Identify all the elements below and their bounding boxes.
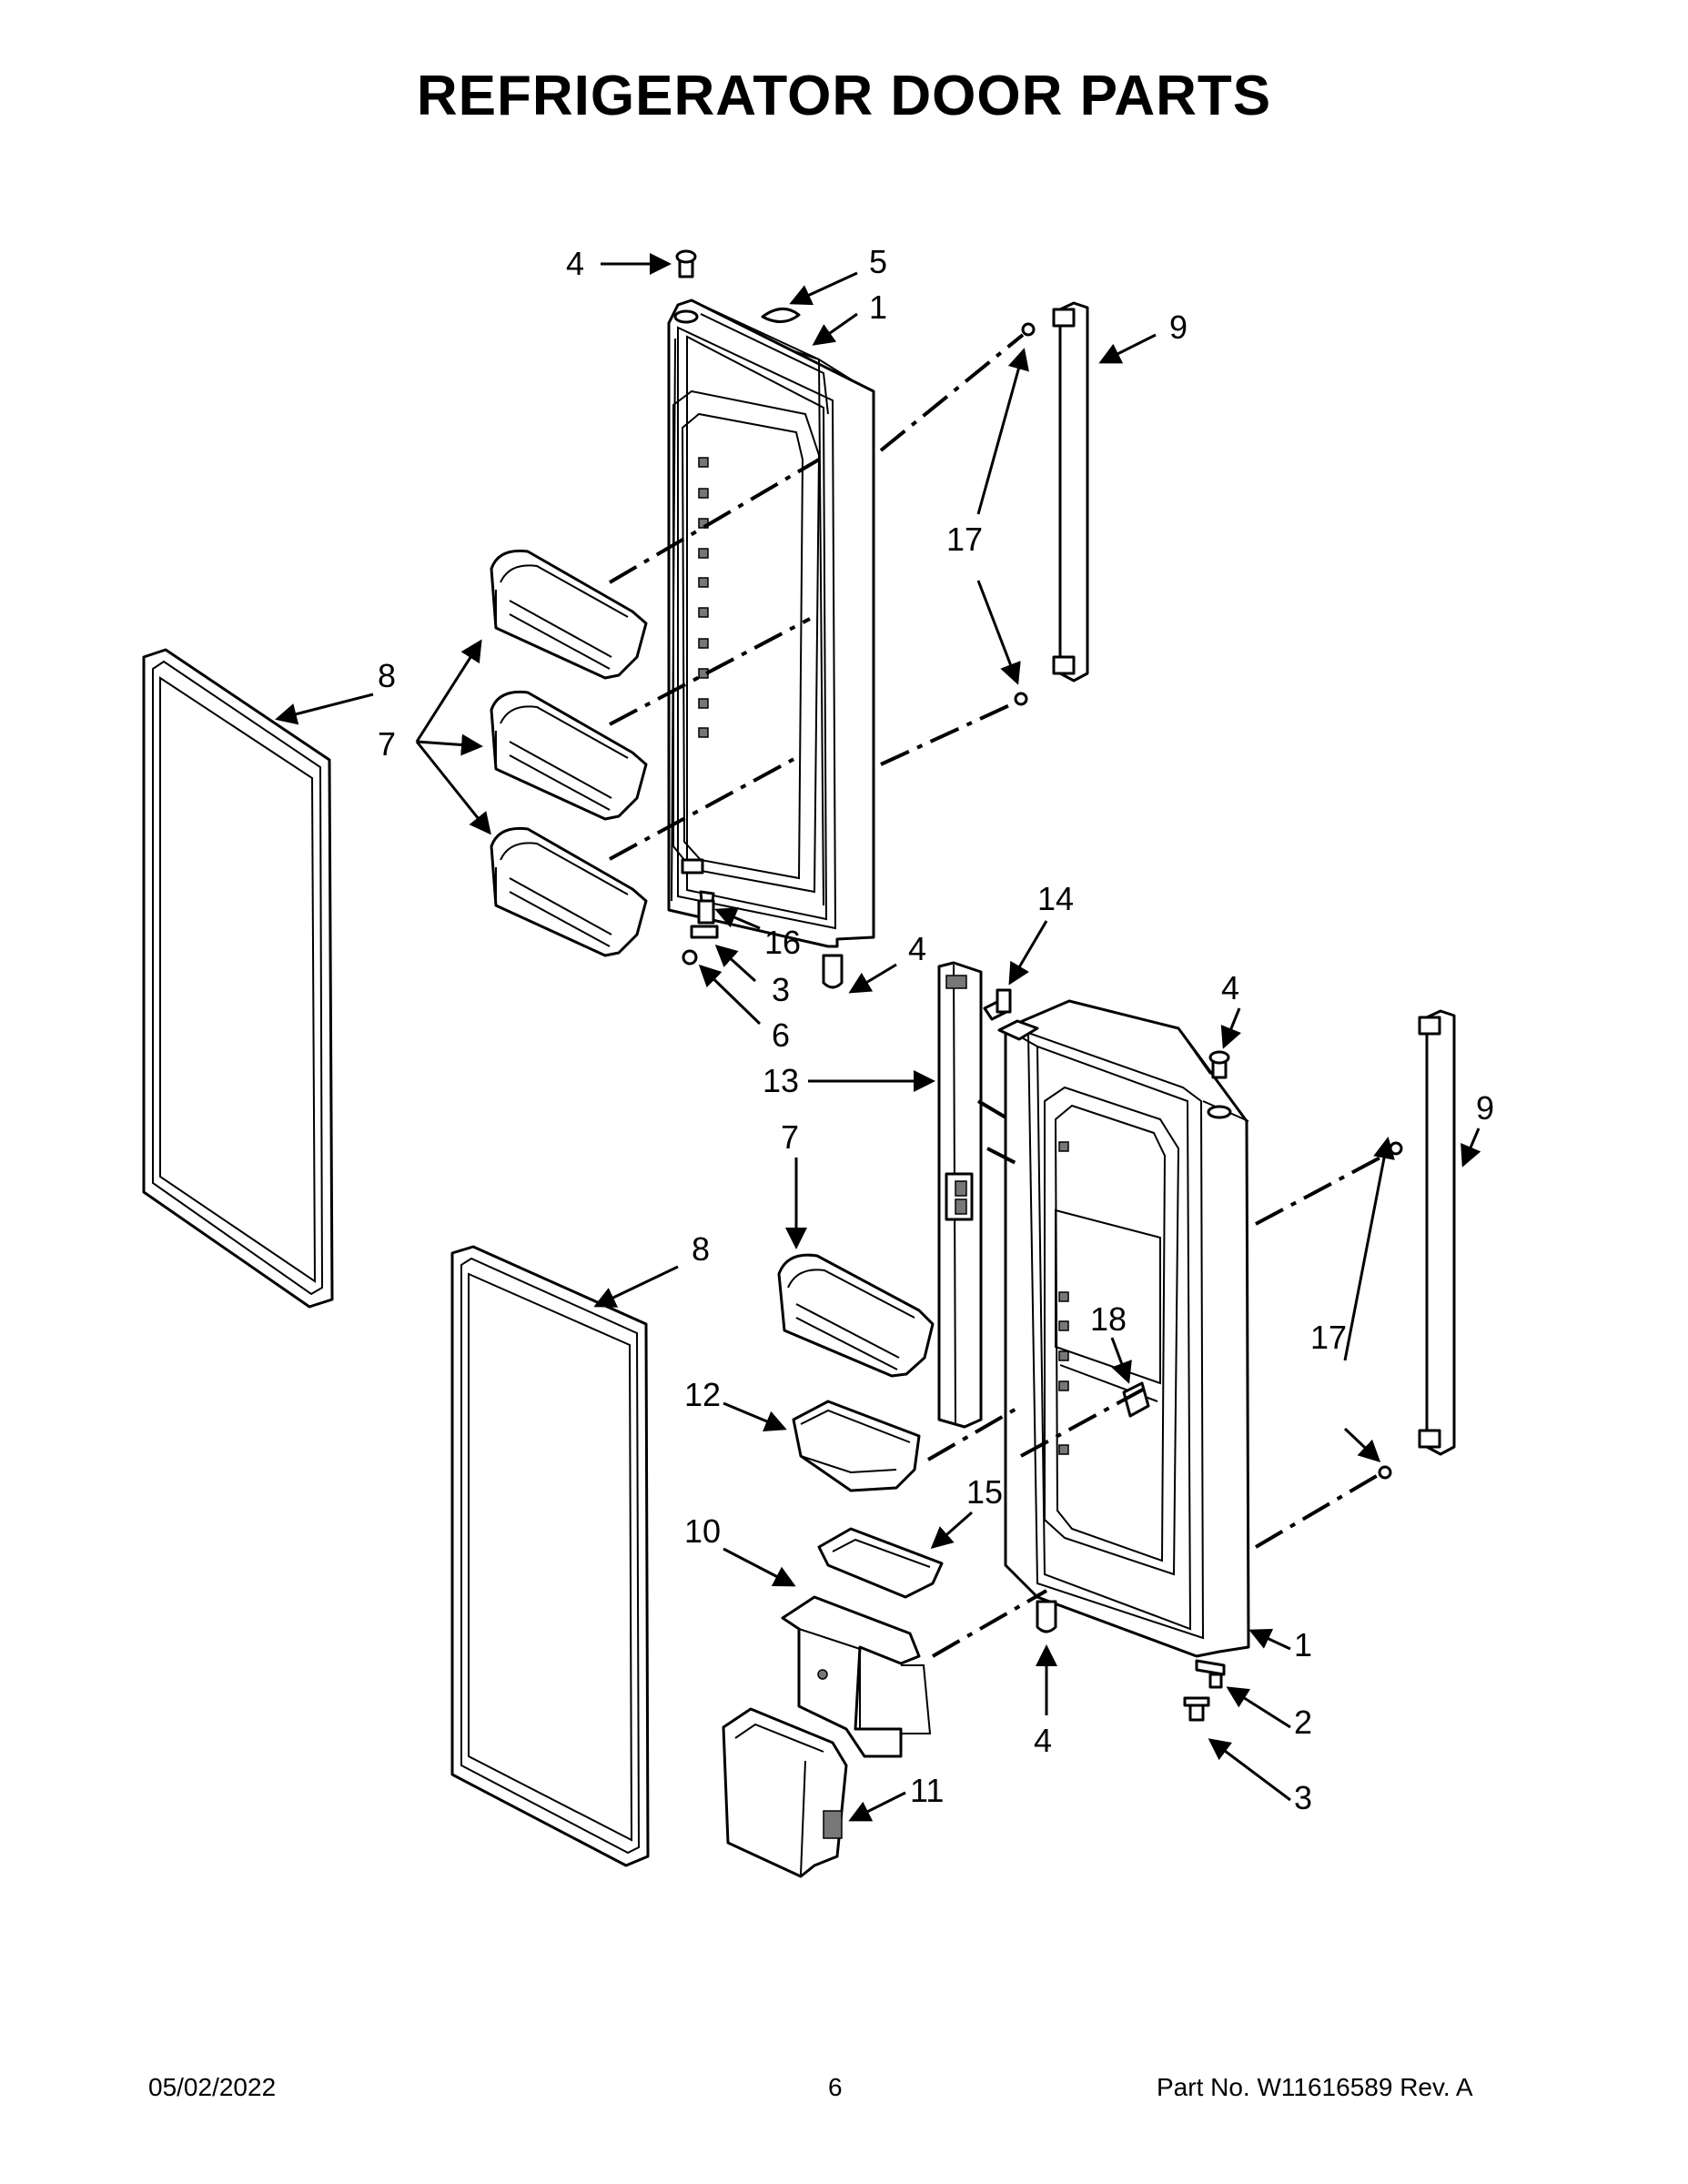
callout-1: 1 (869, 288, 887, 326)
screw-14 (983, 988, 1012, 1021)
door-bin-3 (490, 826, 648, 957)
callout-15: 15 (966, 1473, 1003, 1511)
callout-9: 9 (1476, 1089, 1494, 1127)
callout-4: 4 (566, 245, 584, 282)
door-strip (937, 961, 983, 1429)
alignment-lines (608, 333, 1391, 1658)
callout-9: 9 (1169, 308, 1188, 346)
right-door-bottom-hardware (1036, 1600, 1226, 1722)
ice-bucket (722, 1707, 848, 1878)
hinge-cover (761, 308, 801, 323)
callout-4: 4 (1221, 969, 1239, 1006)
callout-4: 4 (1034, 1722, 1052, 1759)
callout-1: 1 (1294, 1626, 1312, 1663)
callout-7: 7 (378, 725, 396, 763)
callout-10: 10 (684, 1512, 721, 1550)
callout-8: 8 (378, 657, 396, 694)
door-bin-4 (777, 1253, 935, 1378)
door-bin-12 (792, 1400, 921, 1492)
leader-arrows (275, 253, 1481, 1822)
callout-14: 14 (1037, 880, 1074, 917)
door-handle-left (1014, 301, 1089, 706)
callout-17: 17 (1310, 1319, 1347, 1356)
callout-3: 3 (1294, 1779, 1312, 1816)
callout-11: 11 (910, 1772, 944, 1809)
callout-6: 6 (772, 1016, 790, 1054)
page-title: REFRIGERATOR DOOR PARTS (416, 65, 1272, 127)
ice-chute-housing (781, 1595, 932, 1758)
callout-5: 5 (869, 243, 887, 280)
callout-4: 4 (908, 930, 926, 967)
callout-12: 12 (684, 1376, 721, 1413)
callout-18: 18 (1090, 1300, 1127, 1338)
door-bin-2 (490, 690, 648, 821)
callout-8: 8 (692, 1230, 710, 1268)
footer-page-number: 6 (828, 2073, 843, 2101)
ice-chute-cover (817, 1527, 944, 1599)
hinge-pin-top-left (673, 249, 699, 324)
door-bin-1 (490, 549, 648, 680)
callout-16: 16 (764, 924, 801, 961)
callout-7: 7 (781, 1118, 799, 1156)
footer-part-number: Part No. W11616589 Rev. A (1157, 2073, 1473, 2101)
footer-date: 05/02/2022 (148, 2073, 277, 2101)
right-door (997, 999, 1250, 1658)
callout-2: 2 (1294, 1704, 1312, 1741)
hinge-pin-top-right (1207, 1050, 1232, 1119)
callout-17: 17 (946, 521, 983, 558)
door-handle-right (1378, 1009, 1456, 1480)
callout-3: 3 (772, 971, 790, 1008)
left-door-bottom-hardware (681, 858, 844, 989)
door-gasket-upper (142, 648, 334, 1309)
left-door (667, 298, 875, 948)
callout-13: 13 (763, 1062, 799, 1099)
door-gasket-lower (450, 1245, 650, 1867)
callout-labels: 4 5 1 9 17 8 7 16 3 6 4 14 4 13 9 7 8 18… (378, 243, 1494, 1816)
